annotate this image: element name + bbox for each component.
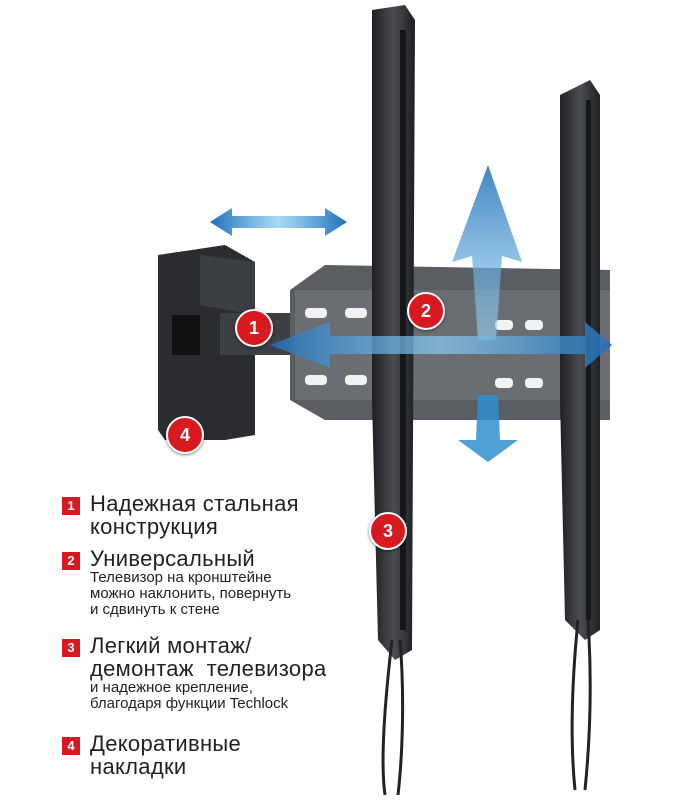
feature-4: 4 Декоративные накладки — [62, 732, 241, 778]
feature-title: Легкий монтаж/ — [90, 633, 252, 658]
marker-2: 2 — [407, 292, 445, 330]
feature-description: и надежное крепление, — [90, 679, 253, 696]
feature-description: благодаря функции Techlock — [90, 695, 289, 712]
feature-description: и сдвинуть к стене — [90, 601, 220, 618]
vertical-up-arrow — [452, 165, 522, 340]
feature-description: Телевизор на кронштейне — [90, 569, 272, 586]
wall-plate — [158, 245, 255, 440]
feature-number: 1 — [62, 497, 80, 515]
feature-description: можно наклонить, повернуть — [90, 585, 292, 602]
feature-1: 1 Надежная стальная конструкция — [62, 492, 299, 538]
left-cord — [381, 639, 405, 796]
horizontal-shift-arrow — [270, 322, 612, 368]
right-cord — [570, 619, 592, 791]
feature-title: конструкция — [90, 514, 219, 539]
feature-number: 4 — [62, 737, 80, 755]
feature-2: 2 Универсальный Телевизор на кронштейне … — [62, 547, 291, 618]
feature-title: Надежная стальная — [90, 491, 299, 516]
marker-3: 3 — [369, 512, 407, 550]
marker-4: 4 — [166, 416, 204, 454]
left-vertical-rail — [372, 5, 415, 660]
feature-title: демонтаж телевизора — [90, 656, 327, 681]
swivel-arrow — [210, 208, 347, 236]
marker-1: 1 — [235, 309, 273, 347]
feature-number: 3 — [62, 639, 80, 657]
feature-title: Декоративные — [90, 731, 242, 756]
feature-3: 3 Легкий монтаж/ демонтаж телевизора и н… — [62, 634, 327, 712]
vertical-down-arrow — [458, 395, 518, 462]
feature-title: накладки — [90, 754, 187, 779]
feature-number: 2 — [62, 552, 80, 570]
feature-title: Универсальный — [90, 546, 256, 571]
